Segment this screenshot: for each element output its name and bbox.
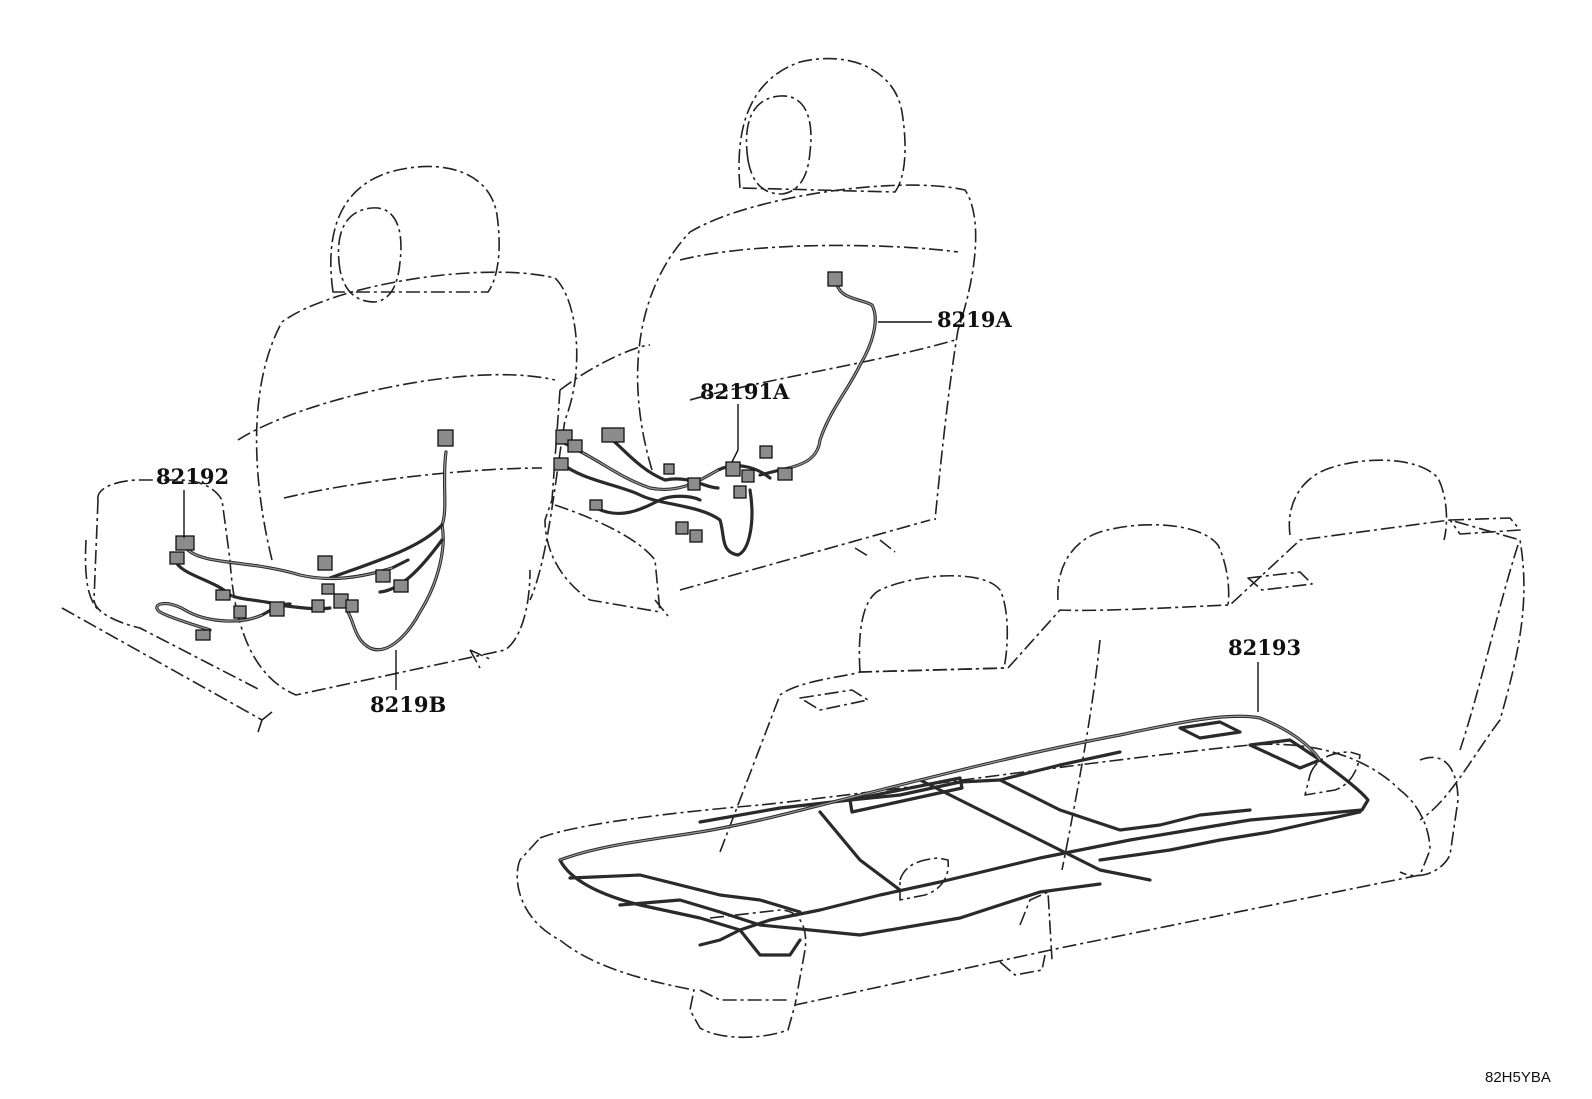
left-cushion-side [84, 539, 101, 613]
rear-headrest-right [1288, 459, 1448, 541]
left-cushion-front [93, 499, 261, 691]
left-rail [61, 607, 493, 733]
left-headrest-inner [337, 207, 402, 303]
right-seatback [636, 184, 977, 521]
harness-82192 [155, 535, 410, 641]
rear-cushion-mid-support [1019, 891, 1053, 961]
connector-8219B-top [437, 429, 454, 447]
rear-cupholder-far [1449, 517, 1521, 535]
right-headrest-inner [745, 95, 812, 195]
connector-8219A-top [827, 271, 843, 287]
rear-cushion-left-support [709, 909, 807, 1006]
callout-82191A: 82191A [700, 379, 790, 463]
rear-cushion [516, 743, 1431, 1039]
rear-cupholder-left [799, 689, 869, 711]
right-rail [654, 539, 896, 617]
diagram-code: 82H5YBA [1485, 1069, 1551, 1086]
left-seatback-seam [237, 373, 556, 441]
label-8219A: 8219A [937, 307, 1012, 332]
right-cushion-front [554, 504, 931, 613]
harness-8219A [758, 271, 877, 477]
right-seatback-seam [679, 244, 959, 261]
left-seatback [255, 271, 578, 601]
rear-cushion-front [699, 954, 1046, 1001]
right-seatback-lower-seam [689, 339, 956, 401]
rear-cupholder-right [1247, 571, 1313, 591]
left-front-seat [61, 165, 578, 733]
label-82192: 82192 [156, 464, 229, 489]
label-82191A: 82191A [700, 379, 790, 404]
rear-headrest-center [1057, 523, 1230, 606]
harness-82193 [558, 714, 1370, 957]
callout-8219A: 8219A [878, 307, 1012, 332]
rear-cushion-right-support [1399, 756, 1459, 877]
rear-backrest-divider [1061, 544, 1519, 871]
right-headrest [738, 57, 906, 193]
callout-8219B: 8219B [370, 650, 446, 717]
harness-82191A [553, 427, 793, 557]
left-cushion [97, 479, 531, 696]
callout-82192: 82192 [156, 464, 229, 538]
left-seatback-lower-seam [283, 467, 543, 499]
rear-bench-seat [516, 459, 1525, 1039]
rear-headrest-left [858, 574, 1009, 673]
left-headrest [330, 165, 500, 293]
harness-8219B [328, 429, 454, 652]
right-front-seat [544, 57, 977, 617]
callout-82193: 82193 [1228, 635, 1301, 712]
right-cushion [544, 344, 661, 613]
rear-backrest [719, 519, 1525, 853]
label-8219B: 8219B [370, 692, 446, 717]
label-82193: 82193 [1228, 635, 1301, 660]
